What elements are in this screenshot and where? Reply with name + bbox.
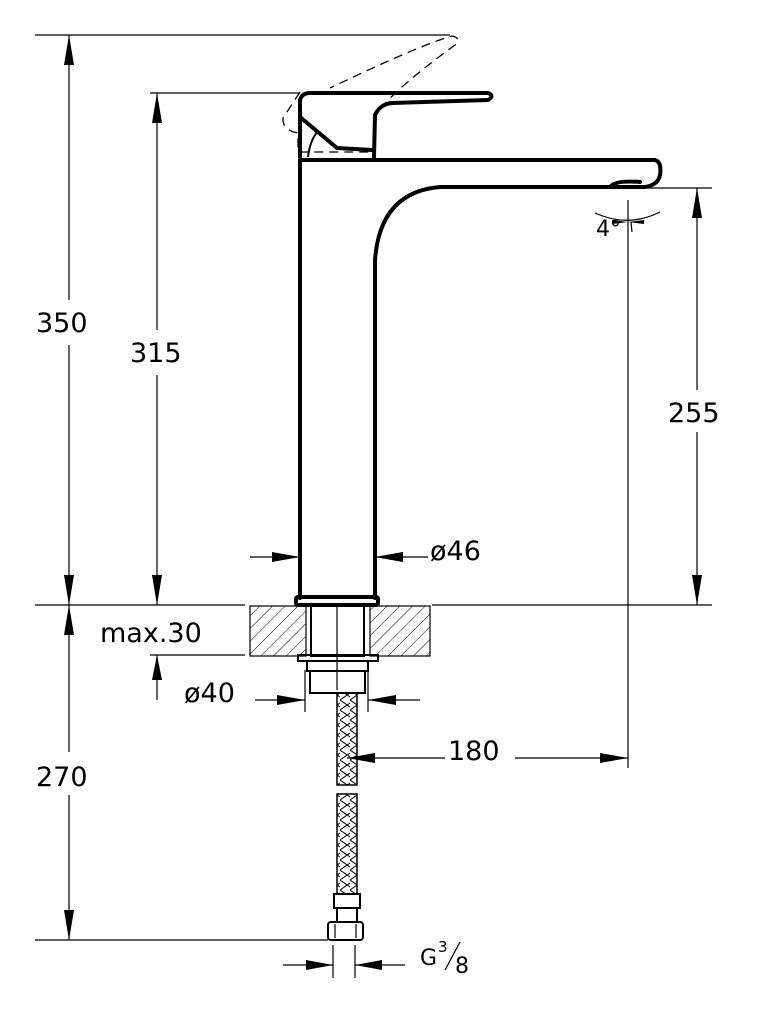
dimension-label-max30: max.30 bbox=[100, 618, 202, 649]
dimension-label-315: 315 bbox=[130, 338, 182, 369]
faucet-body bbox=[282, 35, 663, 607]
dimension-255: 255 bbox=[668, 188, 720, 605]
counter-section bbox=[249, 605, 431, 694]
handle bbox=[298, 91, 494, 159]
dimension-270: 270 bbox=[36, 605, 88, 940]
dimension-label-4deg: 4° bbox=[596, 217, 621, 242]
dimension-label-d46: ø46 bbox=[430, 536, 481, 567]
dimension-label-255: 255 bbox=[668, 398, 720, 429]
dimension-d40: ø40 bbox=[184, 678, 420, 709]
handle-raised-outline bbox=[282, 35, 459, 153]
dimension-connection: G 3 8 bbox=[283, 938, 469, 979]
dimension-label-180: 180 bbox=[448, 736, 500, 767]
dimension-label-350: 350 bbox=[36, 308, 88, 339]
connection-prefix: G bbox=[420, 946, 437, 971]
dimension-label-d40: ø40 bbox=[184, 678, 235, 709]
connection-numerator: 3 bbox=[438, 938, 448, 956]
dimension-d46: ø46 bbox=[250, 536, 481, 567]
base-ring bbox=[294, 595, 380, 607]
dimension-max30: max.30 bbox=[100, 618, 202, 700]
hose-nut bbox=[327, 921, 364, 941]
supply-hose bbox=[327, 692, 364, 941]
dimension-label-270: 270 bbox=[36, 762, 88, 793]
dimension-315: 315 bbox=[130, 93, 182, 605]
dimension-350: 350 bbox=[36, 35, 88, 605]
extension-lines bbox=[35, 34, 712, 978]
dimension-180: 180 bbox=[347, 736, 628, 767]
dimension-angle: 4° bbox=[594, 211, 661, 242]
spout-and-body bbox=[298, 158, 663, 600]
connection-denominator: 8 bbox=[455, 954, 469, 979]
